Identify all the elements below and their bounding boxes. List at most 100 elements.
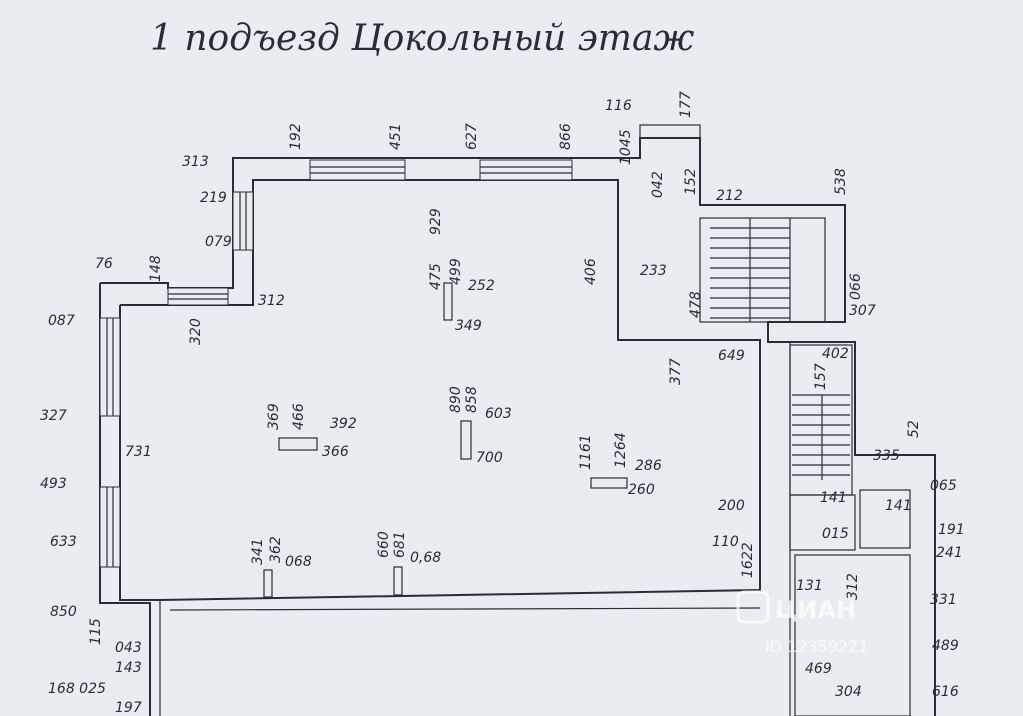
stair-upper (699, 217, 826, 323)
dimension-label: 252 (468, 278, 495, 294)
dimension-label: 110 (712, 534, 739, 550)
watermark: ЦИАН ID 12359221 (736, 590, 869, 656)
dimension-label: 858 (464, 386, 480, 413)
dimension-label: 042 (650, 171, 666, 198)
stair-upper-treads (710, 218, 791, 322)
dimension-label: 152 (683, 168, 699, 195)
dimension-label: 392 (330, 416, 357, 432)
dimension-label: 157 (813, 363, 829, 390)
dimension-label: 065 (930, 478, 957, 494)
dimension-label: 627 (464, 123, 480, 150)
dimension-label: 116 (605, 98, 632, 114)
dimension-label: 681 (392, 531, 408, 558)
dimension-label: 066 (848, 273, 864, 300)
watermark-logo-icon (736, 590, 770, 624)
dimension-label: 141 (885, 498, 912, 514)
dimension-label: 866 (558, 123, 574, 150)
dimension-label: 616 (932, 684, 959, 700)
room-lower-right (794, 554, 911, 716)
column-1 (443, 282, 453, 321)
dimension-label: 233 (640, 263, 667, 279)
dimension-label: 286 (635, 458, 662, 474)
column-2 (278, 437, 318, 451)
dimension-label: 191 (938, 522, 965, 538)
window-top-1 (309, 159, 406, 181)
dimension-label: 890 (448, 386, 464, 413)
window-148 (167, 287, 229, 306)
top-box (639, 124, 701, 139)
dimension-labels: 116 177 313 192 451 627 866 1045 219 079… (40, 91, 965, 716)
room-small-1 (789, 494, 856, 551)
column-6 (393, 566, 403, 596)
dimension-label: 406 (583, 258, 599, 285)
dimension-label: 478 (688, 291, 704, 318)
inner-wall-right (768, 341, 791, 716)
dimension-label: 52 (906, 420, 922, 438)
dimension-label: 331 (930, 592, 957, 608)
dimension-label: 312 (258, 293, 285, 309)
dimension-label: 731 (125, 444, 152, 460)
dimension-label: 087 (48, 313, 75, 329)
dimension-label: 131 (796, 578, 823, 594)
dimension-label: 068 (285, 554, 312, 570)
dimension-label: 929 (428, 208, 444, 235)
dimension-label: 603 (485, 406, 512, 422)
watermark-brand: ЦИАН (775, 596, 856, 624)
window-left-2 (99, 486, 121, 568)
dimension-label: 168 025 (48, 681, 106, 697)
dimension-label: 200 (718, 498, 745, 514)
dimension-label: 369 (266, 403, 282, 430)
dimension-label: 341 (250, 538, 266, 565)
dimension-label: 475 (428, 263, 444, 290)
dimension-label: 177 (678, 91, 694, 118)
outer-wall-left (99, 283, 151, 716)
column-3 (460, 420, 472, 460)
dimension-label: 660 (376, 531, 392, 558)
dimension-label: 649 (718, 348, 745, 364)
dimension-label: 700 (476, 450, 503, 466)
dimension-label: 1264 (613, 432, 629, 468)
dimension-label: 538 (833, 168, 849, 195)
window-top-2 (479, 159, 573, 181)
room-small-2 (859, 489, 911, 549)
dimension-label: 366 (322, 444, 349, 460)
dimension-label: 451 (388, 123, 404, 150)
dimension-label: 320 (188, 318, 204, 345)
dimension-label: 307 (849, 303, 876, 319)
dimension-label: 1161 (578, 434, 594, 470)
dimension-label: 313 (182, 154, 209, 170)
dimension-label: 499 (448, 258, 464, 285)
window-left-upper (232, 191, 254, 251)
dimension-label: 633 (50, 534, 77, 550)
dimension-label: 212 (716, 188, 743, 204)
dimension-label: 0,68 (410, 550, 441, 566)
dimension-label: 260 (628, 482, 655, 498)
dimension-label: 079 (205, 234, 232, 250)
dimension-label: 466 (291, 403, 307, 430)
dimension-label: 148 (148, 255, 164, 282)
dimension-label: 192 (288, 123, 304, 150)
column-5 (263, 569, 273, 598)
dimension-label: 362 (268, 536, 284, 563)
dimension-label: 850 (50, 604, 77, 620)
dimension-label: 312 (845, 573, 861, 600)
dimension-label: 304 (835, 684, 862, 700)
dimension-label: 493 (40, 476, 67, 492)
dimension-label: 377 (668, 358, 684, 385)
dimension-label: 015 (822, 526, 849, 542)
dimension-label: 143 (115, 660, 142, 676)
dimension-label: 335 (873, 448, 900, 464)
plan-title: 1 подъезд Цокольный этаж (150, 18, 694, 59)
window-left-1 (99, 317, 121, 417)
dimension-label: 76 (95, 256, 113, 272)
dimension-label: 402 (822, 346, 849, 362)
inner-wall (119, 179, 761, 601)
dimension-label: 489 (932, 638, 959, 654)
stair-lower-treads (792, 394, 850, 480)
dimension-label: 327 (40, 408, 67, 424)
dimension-label: 349 (455, 318, 482, 334)
dimension-label: 241 (936, 545, 963, 561)
watermark-id: ID 12359221 (765, 637, 869, 656)
